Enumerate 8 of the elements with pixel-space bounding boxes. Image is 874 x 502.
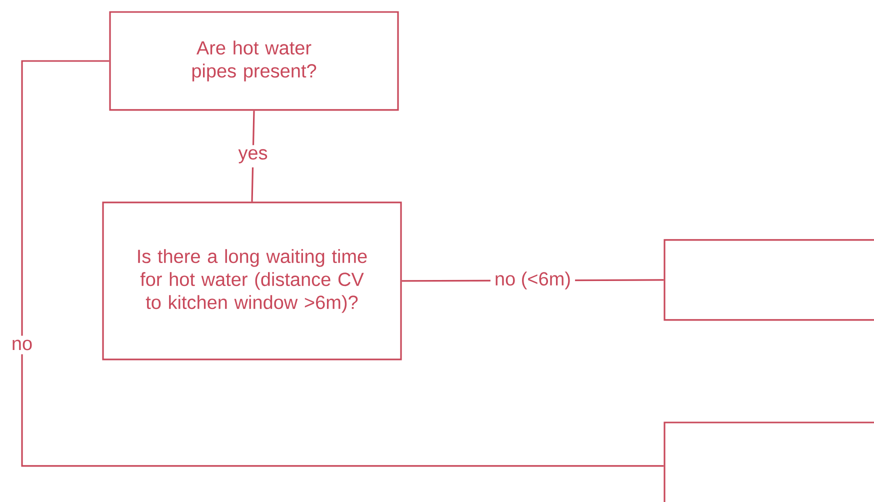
edge-label: no	[7, 336, 37, 354]
decision-box: Is there a long waiting time for hot water (distance CV to kitchen window >6m)?	[102, 202, 402, 360]
result-box	[664, 239, 874, 321]
decision-box: Are hot water pipes present?	[109, 11, 399, 111]
result-box	[664, 422, 874, 502]
connector-line	[21, 60, 664, 467]
edge-label: yes	[234, 145, 272, 168]
edge-label: no (<6m)	[490, 268, 576, 294]
